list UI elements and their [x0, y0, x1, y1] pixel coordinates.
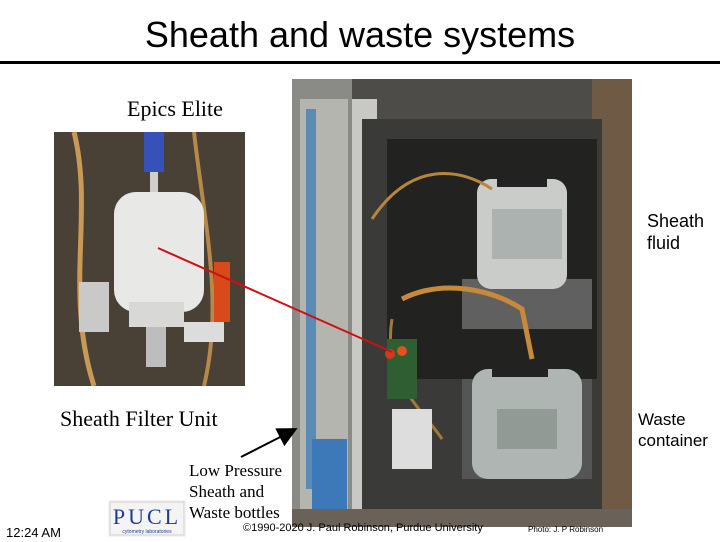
waste-container-label: Waste container — [638, 409, 708, 451]
sheath-fluid-label-line2: fluid — [647, 233, 681, 253]
low-pressure-label: Low Pressure Sheath and Waste bottles — [189, 460, 282, 523]
sheath-filter-label: Sheath Filter Unit — [60, 406, 218, 431]
low-pressure-line3: Waste bottles — [189, 503, 280, 522]
waste-label-line2: container — [638, 431, 708, 450]
copyright-notice: ©1990-2020 J. Paul Robinson, Purdue Univ… — [243, 522, 483, 534]
svg-text:PUCL: PUCL — [113, 504, 181, 529]
bottles-pointer-arrow — [240, 428, 298, 458]
waste-label-line1: Waste — [638, 410, 686, 429]
pucl-logo: PUCL cytometry laboratories — [108, 500, 186, 537]
sheath-filter-photo — [54, 132, 245, 386]
title-underline — [0, 61, 598, 64]
low-pressure-line1: Low Pressure — [189, 461, 283, 480]
instrument-photo — [292, 79, 632, 527]
sheath-fluid-label-line1: Sheath — [647, 211, 705, 231]
epics-elite-label: Epics Elite — [127, 96, 223, 121]
photo-credit: Photo: J. P Robinson — [528, 525, 604, 534]
svg-text:cytometry laboratories: cytometry laboratories — [122, 529, 172, 535]
slide-title: Sheath and waste systems — [144, 14, 576, 55]
sheath-fluid-label: Sheath fluid — [647, 210, 704, 254]
title-underline-right — [598, 61, 720, 64]
low-pressure-line2: Sheath and — [189, 482, 265, 501]
slide-time: 12:24 AM — [6, 525, 61, 540]
